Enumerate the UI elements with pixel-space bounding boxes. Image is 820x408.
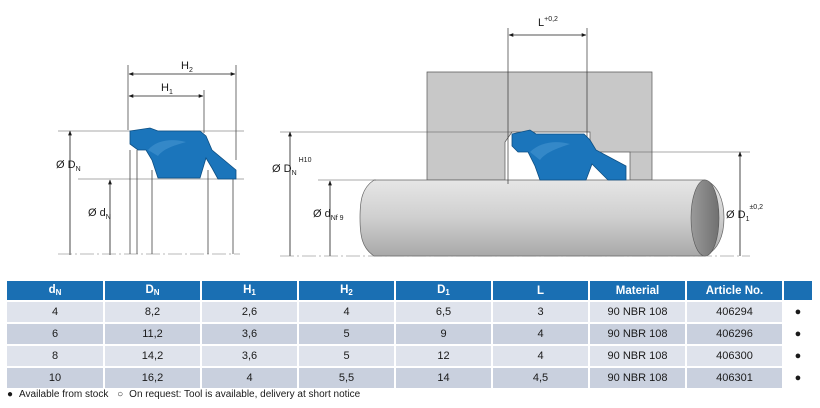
availability-dot: ● (783, 322, 812, 345)
table-row: 6 11,2 3,6 5 9 4 90 NBR 108 406296 ● (7, 322, 812, 345)
cell-dn-outer: 8,2 (104, 300, 202, 323)
cell-dn: 8 (7, 344, 105, 367)
installation-view: L+0,2 Ø D1±0,2 Ø DNH10 Ø dNf 9 (272, 16, 763, 257)
header-d1: D1 (395, 281, 493, 301)
dn-inner-left-label: Ø dN (88, 207, 111, 221)
table-row: 8 14,2 3,6 5 12 4 90 NBR 108 406300 ● (7, 344, 812, 367)
cell-dn: 10 (7, 366, 105, 388)
stock-text: Available from stock (19, 389, 109, 400)
cell-h2: 5 (298, 344, 396, 367)
request-text: On request: Tool is available, delivery … (129, 389, 361, 400)
legend: ● Available from stock ○ On request: Tool … (7, 389, 366, 400)
header-l: L (492, 281, 590, 301)
d1-label: Ø D1±0,2 (726, 204, 763, 223)
availability-dot: ● (783, 344, 812, 367)
rod (359, 179, 725, 257)
header-dn-outer: DN (104, 281, 202, 301)
cell-article-no: 406294 (686, 300, 784, 323)
header-availability (783, 281, 812, 301)
cell-dn: 6 (7, 322, 105, 345)
request-symbol: ○ (117, 389, 124, 400)
h2-label: H2 (181, 60, 193, 74)
cell-h1: 3,6 (201, 322, 299, 345)
cell-d1: 9 (395, 322, 493, 345)
table-header-row: dN DN H1 H2 D1 L Material Article No. (7, 281, 812, 301)
spec-table: dN DN H1 H2 D1 L Material Article No. 4 … (7, 281, 812, 388)
l-label: L+0,2 (538, 16, 558, 29)
cell-h2: 5,5 (298, 366, 396, 388)
cell-h2: 4 (298, 300, 396, 323)
cell-article-no: 406296 (686, 322, 784, 345)
technical-drawing: H2 H1 Ø DN Ø dN L+0,2 (56, 16, 763, 257)
cell-d1: 14 (395, 366, 493, 388)
cell-h1: 4 (201, 366, 299, 388)
availability-dot: ● (783, 366, 812, 388)
dn-left-label: Ø DN (56, 159, 81, 173)
cell-h2: 5 (298, 322, 396, 345)
seal-section-view: H2 H1 Ø DN Ø dN (56, 60, 244, 255)
header-article-no: Article No. (686, 281, 784, 301)
cell-material: 90 NBR 108 (589, 322, 687, 345)
cell-h1: 3,6 (201, 344, 299, 367)
table-row: 10 16,2 4 5,5 14 4,5 90 NBR 108 406301 ● (7, 366, 812, 388)
cell-dn-outer: 16,2 (104, 366, 202, 388)
cell-article-no: 406300 (686, 344, 784, 367)
seal-profile-left (129, 127, 237, 180)
cell-l: 3 (492, 300, 590, 323)
cell-dn-outer: 14,2 (104, 344, 202, 367)
cell-material: 90 NBR 108 (589, 344, 687, 367)
stock-symbol: ● (7, 389, 14, 400)
cell-material: 90 NBR 108 (589, 300, 687, 323)
availability-dot: ● (783, 300, 812, 323)
dn-right-label: Ø DNH10 (272, 157, 312, 177)
cell-material: 90 NBR 108 (589, 366, 687, 388)
header-dn: dN (7, 281, 105, 301)
header-h2: H2 (298, 281, 396, 301)
seal-profile-installed (511, 129, 627, 181)
dnf-label: Ø dNf 9 (313, 208, 344, 222)
cell-d1: 12 (395, 344, 493, 367)
cell-article-no: 406301 (686, 366, 784, 388)
cell-d1: 6,5 (395, 300, 493, 323)
h1-label: H1 (161, 82, 173, 96)
cell-l: 4 (492, 322, 590, 345)
table-row: 4 8,2 2,6 4 6,5 3 90 NBR 108 406294 ● (7, 300, 812, 323)
header-h1: H1 (201, 281, 299, 301)
cell-l: 4 (492, 344, 590, 367)
cell-l: 4,5 (492, 366, 590, 388)
cell-dn: 4 (7, 300, 105, 323)
cell-h1: 2,6 (201, 300, 299, 323)
header-material: Material (589, 281, 687, 301)
cell-dn-outer: 11,2 (104, 322, 202, 345)
